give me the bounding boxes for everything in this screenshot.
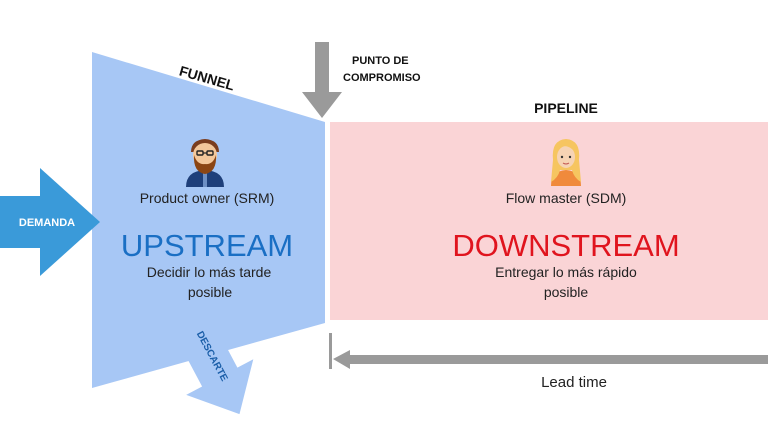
bearded-man-avatar-icon <box>186 139 224 187</box>
downstream-desc-line2: posible <box>544 284 589 300</box>
commitment-point-arrow <box>302 42 342 118</box>
downstream-role: Flow master (SDM) <box>506 190 627 206</box>
commitment-point-line2: COMPROMISO <box>343 72 421 84</box>
downstream-title: DOWNSTREAM <box>452 228 679 263</box>
lead-time-arrow <box>333 350 768 369</box>
upstream-desc-line1: Decidir lo más tarde <box>147 264 272 280</box>
upstream-role: Product owner (SRM) <box>140 190 275 206</box>
commitment-point-line1: PUNTO DE <box>352 55 409 67</box>
pipeline-label: PIPELINE <box>534 100 598 116</box>
lead-time-start-tick <box>329 333 332 369</box>
lead-time-label: Lead time <box>541 374 607 391</box>
demand-arrow <box>0 168 100 276</box>
upstream-desc-line2: posible <box>188 284 233 300</box>
downstream-desc-line1: Entregar lo más rápido <box>495 264 637 280</box>
blonde-woman-avatar-icon <box>551 139 581 186</box>
demand-label: DEMANDA <box>19 217 75 229</box>
upstream-funnel <box>92 52 325 388</box>
upstream-title: UPSTREAM <box>121 228 293 263</box>
downstream-box <box>330 122 768 320</box>
